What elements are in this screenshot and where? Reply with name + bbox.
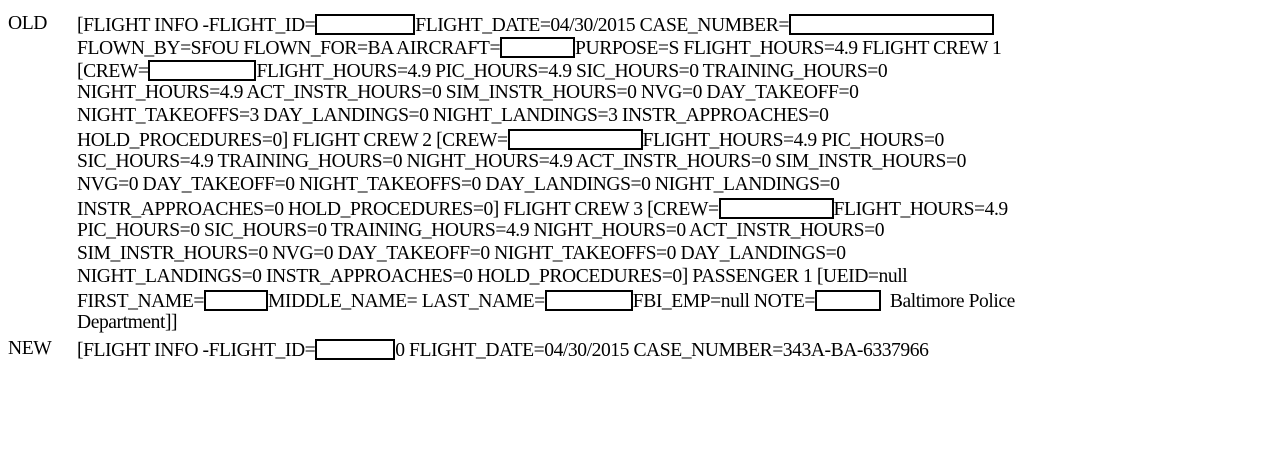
redaction-box [814, 290, 881, 311]
old-line-13-text-c: FBI_EMP=null NOTE= [632, 291, 816, 312]
old-line-3-text-a: [CREW= [77, 61, 149, 82]
new-line-1-text-b: 0 FLIGHT_DATE=04/30/2015 CASE_NUMBER=343… [395, 340, 929, 361]
old-line-2-text-a: FLOWN_BY=SFOU FLOWN_FOR=BA AIRCRAFT= [77, 38, 501, 59]
redaction-box [315, 14, 416, 35]
old-line-2-text-b: PURPOSE=S FLIGHT_HOURS=4.9 FLIGHT CREW 1 [575, 38, 1002, 59]
old-line-11: SIM_INSTR_HOURS=0 NVG=0 DAY_TAKEOFF=0 NI… [77, 243, 846, 264]
redaction-box [203, 290, 268, 311]
old-line-4: NIGHT_HOURS=4.9 ACT_INSTR_HOURS=0 SIM_IN… [77, 82, 859, 103]
old-line-14: Department]] [77, 312, 178, 333]
old-line-6-text-b: FLIGHT_HOURS=4.9 PIC_HOURS=0 [642, 130, 945, 151]
redaction-box [500, 37, 576, 58]
redaction-box [315, 339, 396, 360]
redaction-box [148, 60, 257, 81]
old-line-10: PIC_HOURS=0 SIC_HOURS=0 TRAINING_HOURS=4… [77, 220, 885, 241]
old-line-5: NIGHT_TAKEOFFS=3 DAY_LANDINGS=0 NIGHT_LA… [77, 105, 829, 126]
old-line-1-text-a: [FLIGHT INFO -FLIGHT_ID= [77, 15, 316, 36]
old-line-3: [CREW= FLIGHT_HOURS=4.9 PIC_HOURS=4.9 SIC… [77, 60, 888, 82]
old-line-9-text-a: INSTR_APPROACHES=0 HOLD_PROCEDURES=0] FL… [77, 199, 719, 220]
old-line-7: SIC_HOURS=4.9 TRAINING_HOURS=0 NIGHT_HOU… [77, 151, 966, 172]
old-line-6: HOLD_PROCEDURES=0] FLIGHT CREW 2 [CREW= F… [77, 129, 944, 151]
old-line-13-text-b: MIDDLE_NAME= LAST_NAME= [267, 291, 545, 312]
old-line-1: [FLIGHT INFO -FLIGHT_ID= FLIGHT_DATE=04/3… [77, 14, 995, 36]
old-line-2: FLOWN_BY=SFOU FLOWN_FOR=BA AIRCRAFT= PURP… [77, 37, 1002, 59]
old-line-3-text-b: FLIGHT_HOURS=4.9 PIC_HOURS=4.9 SIC_HOURS… [256, 61, 888, 82]
redaction-box [507, 129, 643, 150]
new-line-1-text-a: [FLIGHT INFO -FLIGHT_ID= [77, 340, 316, 361]
new-label: NEW [8, 338, 52, 359]
old-line-13: FIRST_NAME= MIDDLE_NAME= LAST_NAME= FBI_EM… [77, 290, 1015, 312]
old-line-13-text-a: FIRST_NAME= [77, 291, 204, 312]
old-line-13-text-d: Baltimore Police [889, 291, 1015, 312]
new-line-1: [FLIGHT INFO -FLIGHT_ID= 0 FLIGHT_DATE=04… [77, 339, 929, 361]
old-line-1-text-b: FLIGHT_DATE=04/30/2015 CASE_NUMBER= [415, 15, 790, 36]
old-line-9-text-b: FLIGHT_HOURS=4.9 [833, 199, 1009, 220]
old-line-8: NVG=0 DAY_TAKEOFF=0 NIGHT_TAKEOFFS=0 DAY… [77, 174, 840, 195]
old-label: OLD [8, 13, 47, 34]
redaction-box [718, 198, 834, 219]
redaction-box [789, 14, 995, 35]
old-line-9: INSTR_APPROACHES=0 HOLD_PROCEDURES=0] FL… [77, 198, 1008, 220]
redaction-box [544, 290, 633, 311]
old-line-6-text-a: HOLD_PROCEDURES=0] FLIGHT CREW 2 [CREW= [77, 130, 508, 151]
old-line-12: NIGHT_LANDINGS=0 INSTR_APPROACHES=0 HOLD… [77, 266, 908, 287]
